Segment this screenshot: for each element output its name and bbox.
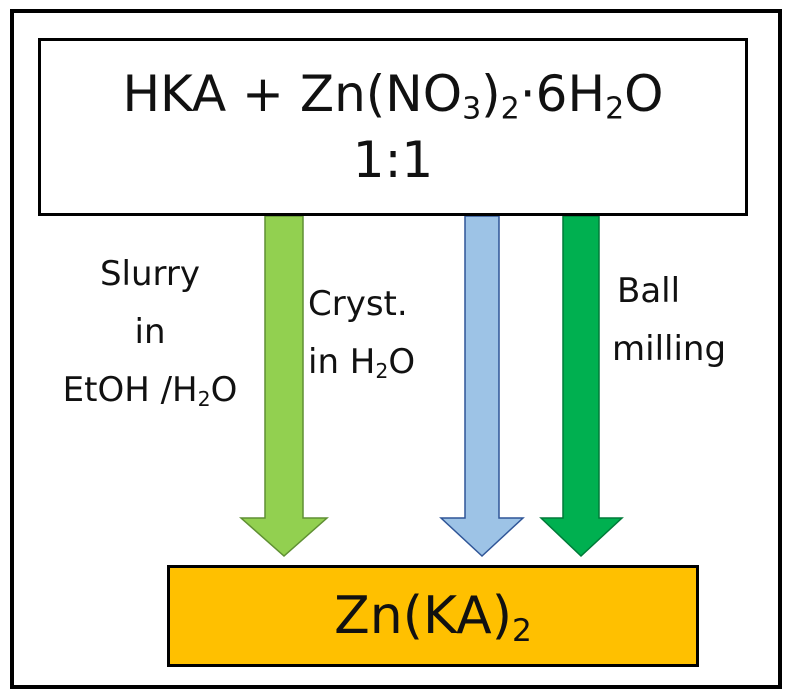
label-crystallization: Cryst. in H2O [308, 284, 416, 384]
arrow-crystallization [439, 215, 525, 558]
product-formula: Zn(KA)2 [334, 586, 532, 649]
reactant-ratio: 1:1 [352, 131, 434, 189]
arrow-ball-milling [539, 215, 624, 558]
diagram-frame [10, 9, 782, 689]
label-ball-milling: Ball milling [612, 271, 727, 369]
reactants-box: HKA + Zn(NO3)2·6H2O 1:1 [38, 38, 748, 216]
label-slurry: Slurry in EtOH /H2O [62, 254, 238, 412]
product-box: Zn(KA)2 [167, 565, 699, 667]
reactants-formula: HKA + Zn(NO3)2·6H2O [122, 65, 664, 127]
arrow-slurry [239, 215, 329, 558]
